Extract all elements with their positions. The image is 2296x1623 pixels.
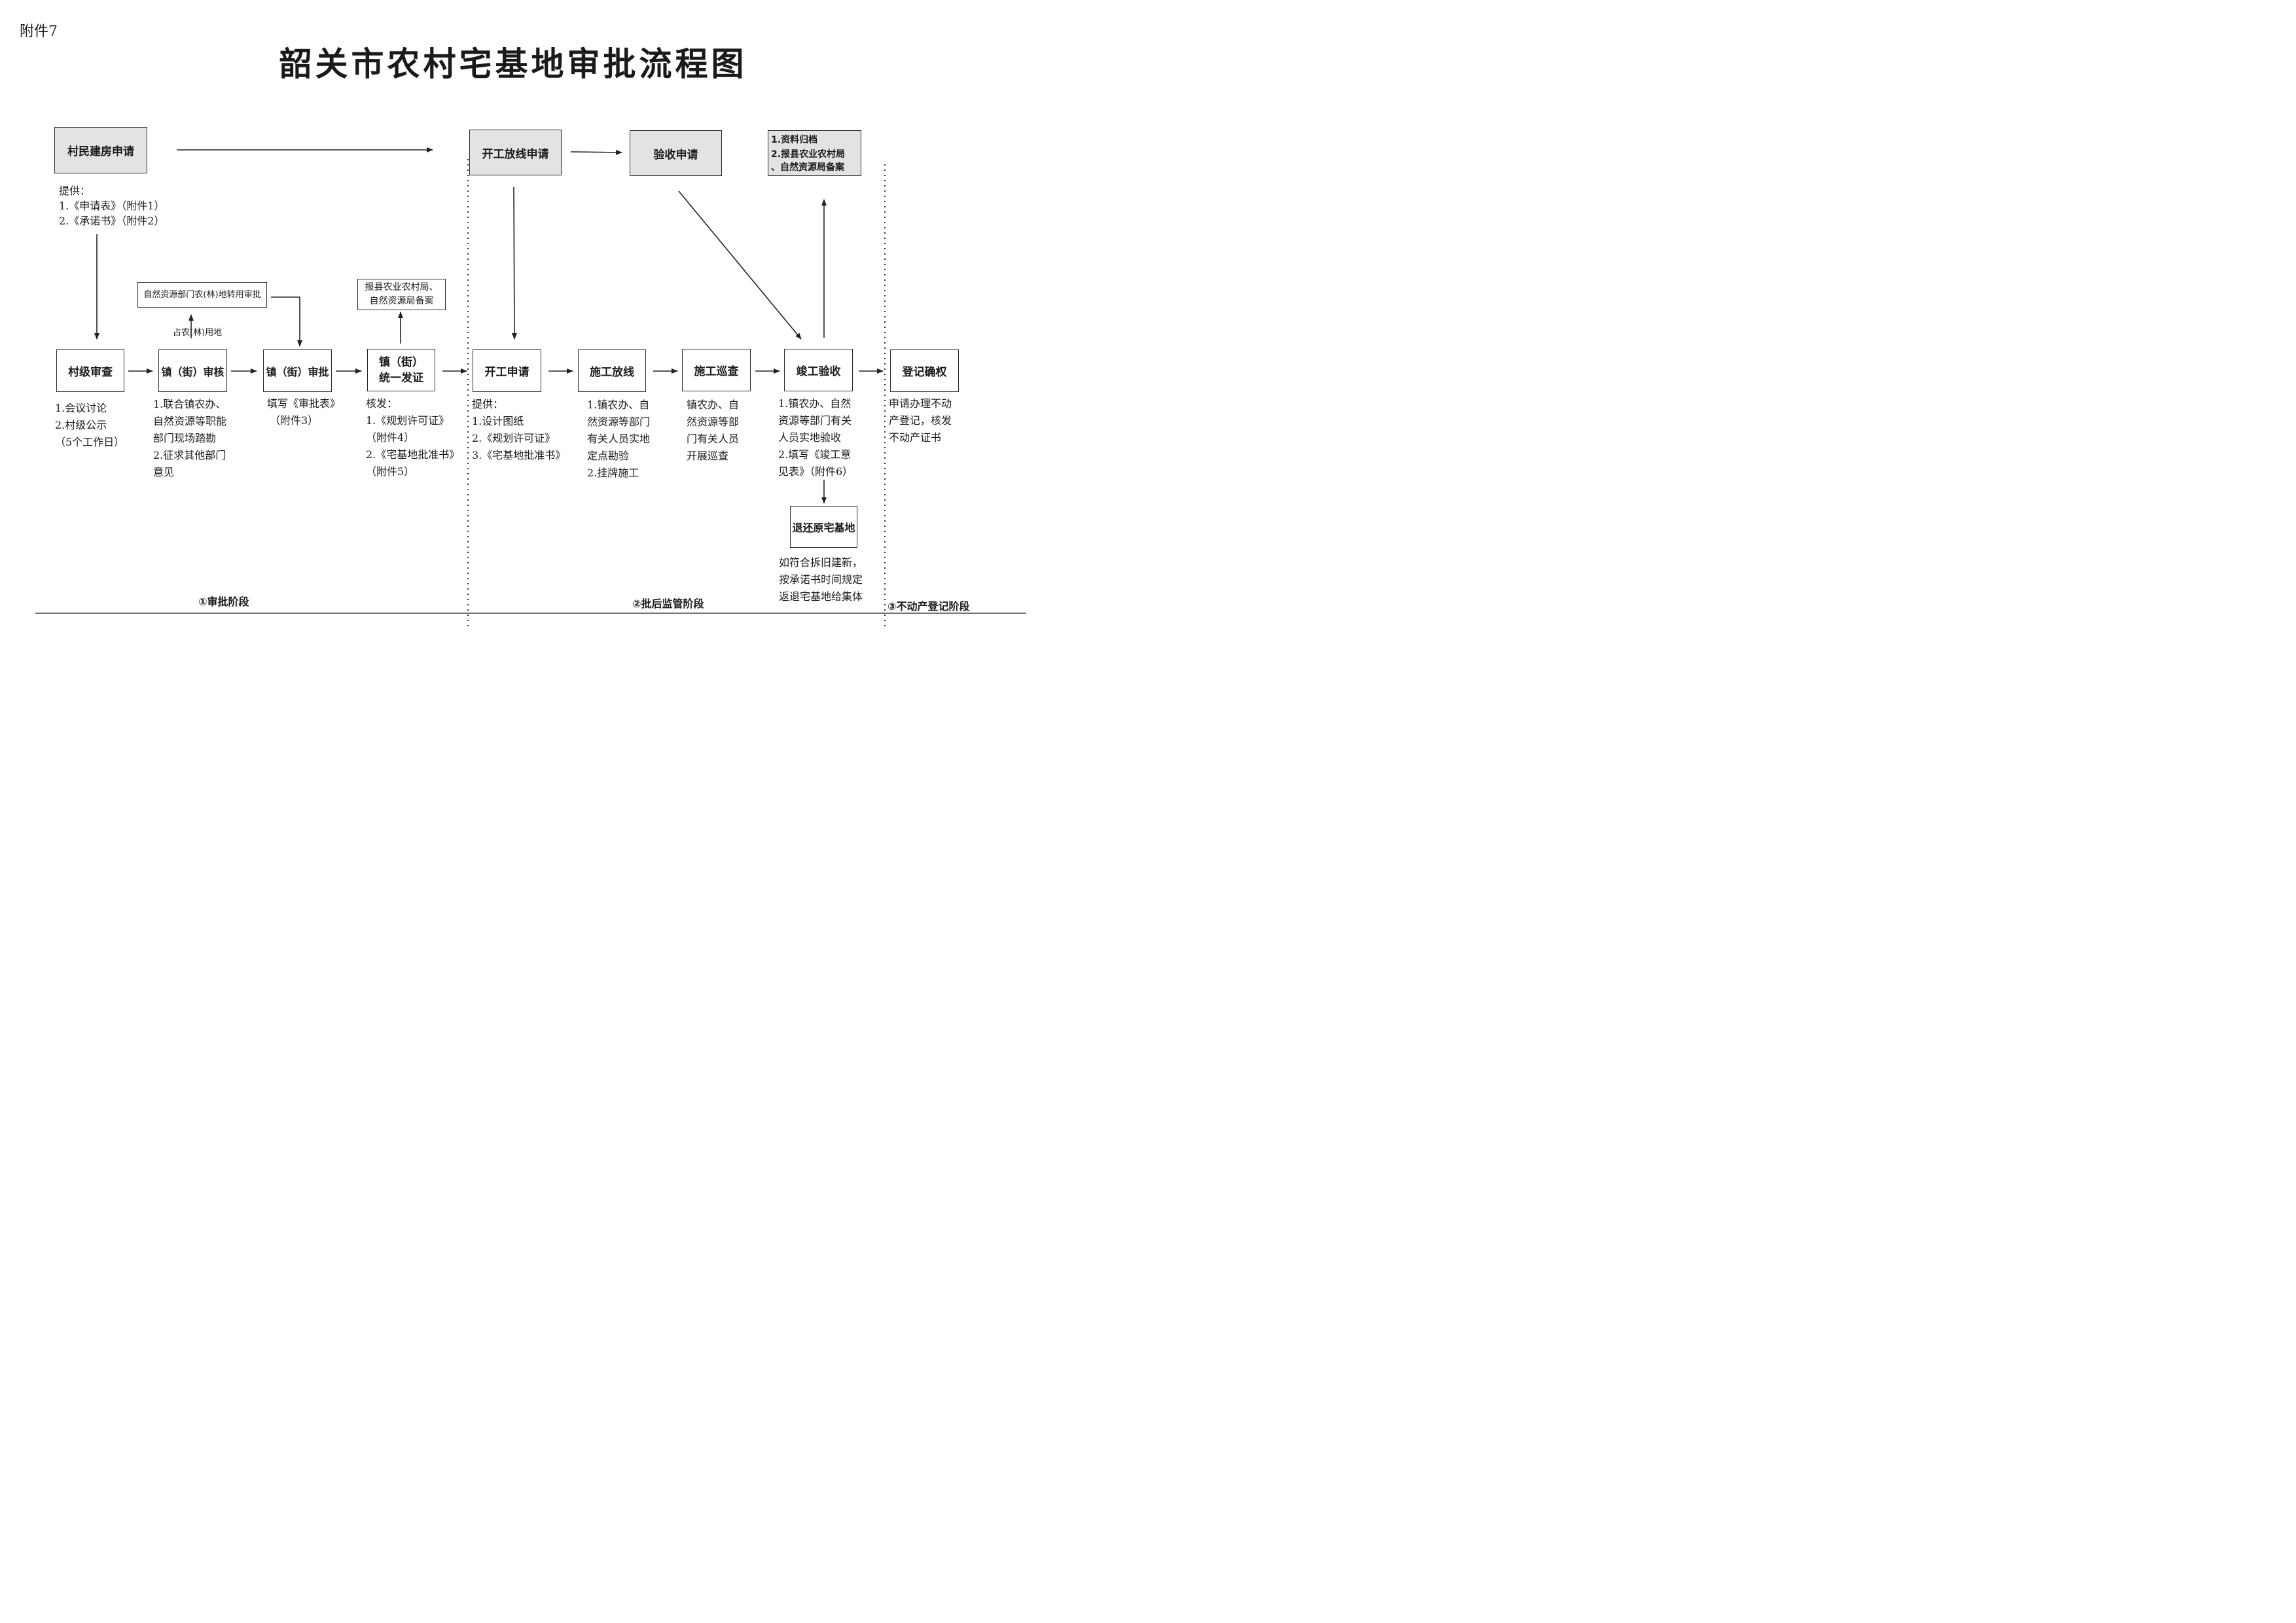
note-line: 填写《审批表》 <box>267 397 341 410</box>
notes-village-review: 1.会议讨论 2.村级公示 （5个工作日） <box>55 400 124 451</box>
step-box-town-review: 镇（街）审核 <box>158 349 227 392</box>
note-line: 1.设计图纸 <box>472 415 524 427</box>
note-line: 2.征求其他部门 <box>153 449 226 461</box>
arrow-land-conversion-to-approval <box>271 296 302 347</box>
note-line: 2.《规划许可证》 <box>472 432 556 444</box>
note-line: 开展巡查 <box>687 450 729 462</box>
note-line: 2.《宅基地批准书》 <box>366 448 460 461</box>
box-return-homestead: 退还原宅基地 <box>790 506 857 548</box>
note-line: 申请办理不动 <box>889 397 952 410</box>
box-apply-house: 村民建房申请 <box>54 127 147 173</box>
step-box-patrol: 施工巡查 <box>682 349 751 391</box>
note-line: 1.镇农办、自 <box>587 399 650 411</box>
land-note: 占农(林)用地 <box>173 328 223 338</box>
note-line: 2.挂牌施工 <box>587 467 639 479</box>
notes-town-review: 1.联合镇农办、 自然资源等职能 部门现场踏勘 2.征求其他部门 意见 <box>153 396 226 481</box>
note-line: 自然资源等职能 <box>153 415 227 427</box>
step-box-town-approval: 镇（街）审批 <box>263 349 332 392</box>
note-line: （附件5） <box>366 465 415 478</box>
notes-registration: 申请办理不动 产登记，核发 不动产证书 <box>889 395 952 446</box>
step-box-issue-cert: 镇（街） 统一发证 <box>367 349 435 391</box>
note-line: 提供： <box>472 398 504 410</box>
note-line: 定点勘验 <box>587 450 630 462</box>
note-line: 1.会议讨论 <box>55 402 107 414</box>
note-line: 然资源等部 <box>687 416 740 428</box>
arrow-acceptance-to-completion <box>678 190 802 340</box>
box-land-conversion: 自然资源部门农(林)地转用审批 <box>137 282 267 308</box>
note-line: （附件4） <box>366 431 415 444</box>
note-line: 2.填写《竣工意 <box>778 448 852 461</box>
note-line: 核发： <box>366 397 398 410</box>
box-acceptance-apply: 验收申请 <box>630 130 722 176</box>
report-line-1: 报县农业农村局、 <box>365 282 439 293</box>
notes-return-homestead: 如符合拆旧建新， 按承诺书时间规定 返退宅基地给集体 <box>779 554 863 605</box>
issue-label-1: 镇（街） <box>379 355 423 369</box>
note-line: 3.《宅基地批准书》 <box>472 449 566 461</box>
step-box-village-review: 村级审查 <box>56 349 124 392</box>
note-line: 镇农办、自 <box>687 399 740 411</box>
provide-line-2: 1.《申请表》（附件1） <box>59 200 165 212</box>
stage-label-registration: ③不动产登记阶段 <box>888 600 970 613</box>
box-start-apply: 开工放线申请 <box>469 130 562 175</box>
note-line: 1.《规划许可证》 <box>366 414 450 427</box>
note-line: 部门现场踏勘 <box>153 432 217 444</box>
stage-label-supervision: ②批后监管阶段 <box>632 597 704 610</box>
notes-town-approval: 填写《审批表》 （附件3） <box>267 395 340 429</box>
note-line: 门有关人员 <box>687 433 740 445</box>
note-line: 见表》（附件6） <box>778 465 853 478</box>
note-line: 2.村级公示 <box>55 419 107 431</box>
note-line: 资源等部门有关 <box>778 414 852 427</box>
note-line: 人员实地验收 <box>778 431 842 444</box>
connector-layer <box>35 147 1026 627</box>
provide-line-1: 提供： <box>59 185 91 197</box>
note-line: （附件3） <box>270 414 319 427</box>
step-box-completion: 竣工验收 <box>784 349 853 391</box>
notes-patrol: 镇农办、自 然资源等部 门有关人员 开展巡查 <box>687 397 739 465</box>
issue-label-2: 统一发证 <box>379 371 423 385</box>
archive-line-2: 2.报县农业农村局 <box>771 149 846 160</box>
attachment-label: 附件7 <box>20 24 58 40</box>
note-line: 返退宅基地给集体 <box>779 590 863 603</box>
archive-line-3: 、自然资源局备案 <box>771 162 844 173</box>
stage-label-approval: ①审批阶段 <box>198 596 249 608</box>
notes-start-construction: 提供： 1.设计图纸 2.《规划许可证》 3.《宅基地批准书》 <box>472 396 565 464</box>
note-line: 产登记，核发 <box>889 414 952 427</box>
notes-completion: 1.镇农办、自然 资源等部门有关 人员实地验收 2.填写《竣工意 见表》（附件6… <box>778 395 853 480</box>
note-line: 意见 <box>153 466 175 478</box>
note-line: 如符合拆旧建新， <box>779 556 863 569</box>
note-line: 有关人员实地 <box>587 433 651 445</box>
note-line: 按承诺书时间规定 <box>779 573 863 586</box>
box-archive: 1.资料归档 2.报县农业农村局 、自然资源局备案 <box>768 130 861 176</box>
provide-list: 提供： 1.《申请表》（附件1） 2.《承诺书》（附件2） <box>59 183 164 228</box>
note-line: 1.联合镇农办、 <box>153 398 226 410</box>
step-box-registration: 登记确权 <box>890 349 959 392</box>
step-box-start-construction: 开工申请 <box>473 349 541 392</box>
note-line: 然资源等部门 <box>587 416 651 428</box>
notes-issue-cert: 核发： 1.《规划许可证》 （附件4） 2.《宅基地批准书》 （附件5） <box>366 395 459 480</box>
step-box-layout: 施工放线 <box>578 349 646 392</box>
notes-layout: 1.镇农办、自 然资源等部门 有关人员实地 定点勘验 2.挂牌施工 <box>587 397 650 482</box>
note-line: 不动产证书 <box>889 431 942 444</box>
box-report-county: 报县农业农村局、 自然资源局备案 <box>357 279 446 310</box>
provide-line-3: 2.《承诺书》（附件2） <box>59 215 165 227</box>
note-line: （5个工作日） <box>55 436 125 448</box>
note-line: 1.镇农办、自然 <box>778 397 852 410</box>
page-title: 韶关市农村宅基地审批流程图 <box>279 45 747 83</box>
archive-line-1: 1.资料归档 <box>771 135 818 145</box>
report-line-2: 自然资源局备案 <box>369 296 434 306</box>
